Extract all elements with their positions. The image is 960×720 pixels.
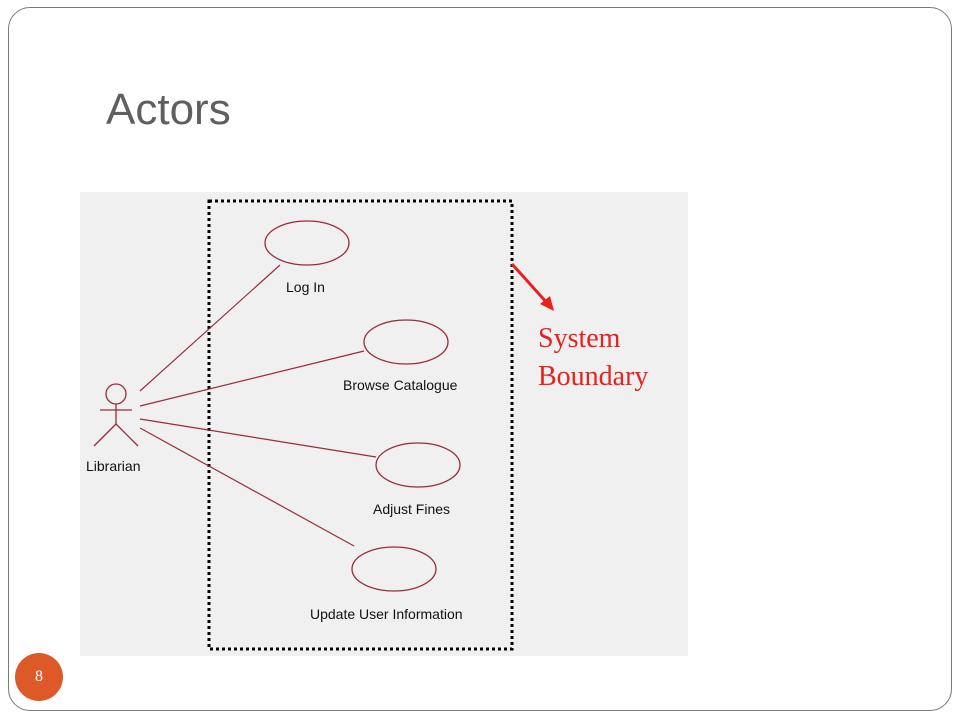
use-case-label-update-user-information: Update User Information bbox=[310, 606, 463, 622]
annotation-line-2: Boundary bbox=[538, 361, 649, 392]
association-browse-catalogue bbox=[139, 350, 365, 407]
use-case-diagram: Librarian Log In Browse Catalogue Adjust… bbox=[80, 192, 688, 656]
actor-librarian-figure bbox=[93, 383, 139, 447]
slide-title: Actors bbox=[106, 85, 231, 134]
actor-label: Librarian bbox=[86, 458, 140, 474]
association-update-user-information bbox=[139, 427, 355, 547]
system-boundary bbox=[207, 199, 514, 651]
page-number-badge: 8 bbox=[15, 653, 63, 701]
use-case-update-user-information bbox=[351, 546, 437, 592]
annotation-line-1: System bbox=[538, 323, 621, 354]
use-case-label-adjust-fines: Adjust Fines bbox=[373, 501, 450, 517]
use-case-browse-catalogue bbox=[363, 319, 449, 365]
use-case-label-browse-catalogue: Browse Catalogue bbox=[343, 377, 458, 393]
diagram-canvas: Librarian Log In Browse Catalogue Adjust… bbox=[86, 199, 514, 651]
association-log-in bbox=[139, 264, 281, 392]
annotation-arrow bbox=[510, 262, 554, 311]
system-boundary-annotation: System Boundary bbox=[538, 320, 648, 396]
use-case-label-log-in: Log In bbox=[286, 279, 325, 295]
use-case-adjust-fines bbox=[375, 442, 461, 488]
use-case-log-in bbox=[264, 220, 350, 266]
association-adjust-fines bbox=[139, 418, 377, 458]
